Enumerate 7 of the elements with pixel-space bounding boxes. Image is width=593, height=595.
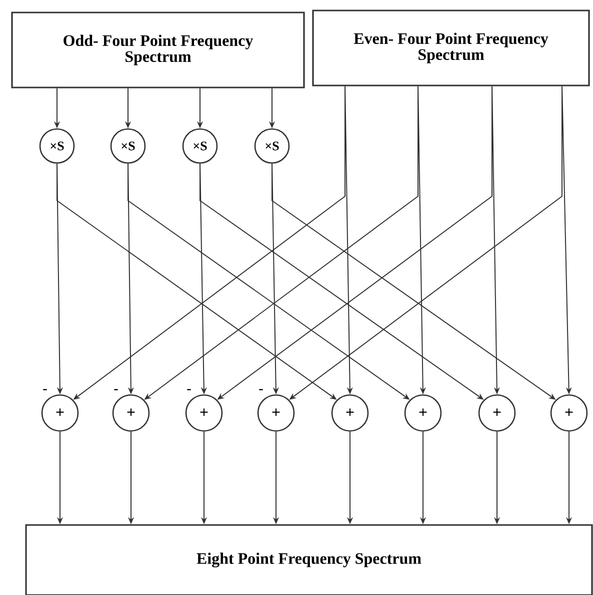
spectrum-box: Even- Four Point Frequency Spectrum (312, 10, 590, 86)
minus-sign: - (259, 389, 263, 390)
spectrum-box: Odd- Four Point Frequency Spectrum (11, 12, 305, 88)
minus-sign: - (114, 389, 118, 390)
minus-sign: - (43, 389, 47, 390)
minus-sign: - (187, 389, 191, 390)
spectrum-box: Eight Point Frequency Spectrum (25, 524, 593, 595)
